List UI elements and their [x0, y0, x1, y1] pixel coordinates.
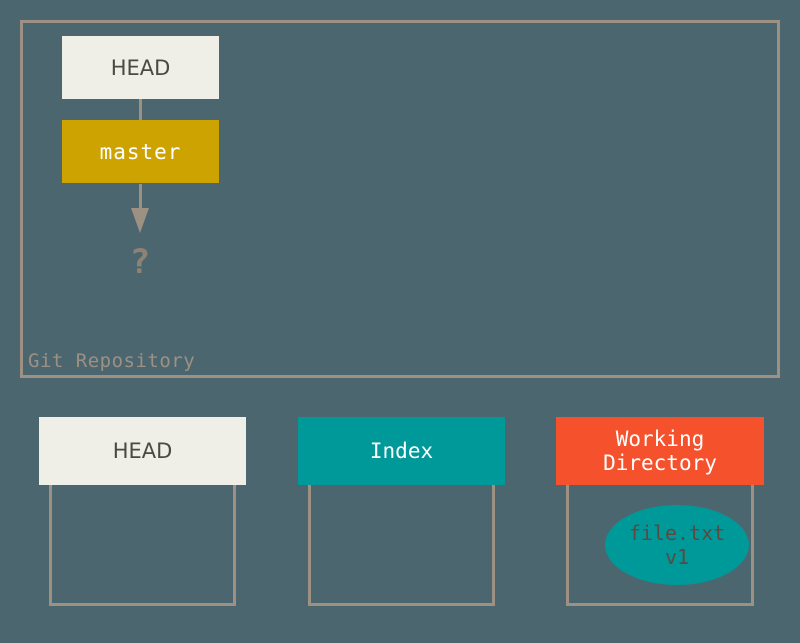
head-area-title: HEAD	[112, 438, 173, 463]
file-blob-name: file.txt	[628, 521, 726, 545]
file-blob-version: v1	[664, 545, 690, 569]
repo-master-node-label: master	[99, 139, 182, 164]
master-to-commit-arrow-head-icon	[131, 208, 149, 233]
git-repository-label: Git Repository	[28, 350, 196, 372]
git-repository-frame	[20, 20, 780, 378]
working-directory-area-header[interactable]: Working Directory	[556, 417, 764, 485]
master-to-commit-arrow-shaft	[139, 184, 142, 214]
head-area-body	[49, 485, 236, 606]
repo-master-node[interactable]: master	[62, 120, 219, 183]
repo-head-node[interactable]: HEAD	[62, 36, 219, 99]
working-directory-title-line1: Working	[615, 426, 705, 451]
index-area-header[interactable]: Index	[298, 417, 505, 485]
file-blob[interactable]: file.txt v1	[605, 505, 749, 585]
head-to-master-connector	[139, 99, 142, 121]
working-directory-title-line2: Directory	[603, 451, 717, 475]
working-directory-area-body: file.txt v1	[566, 485, 754, 606]
repo-head-node-label: HEAD	[110, 55, 171, 80]
head-area-header[interactable]: HEAD	[39, 417, 246, 485]
unknown-commit-question-mark: ?	[129, 242, 151, 282]
index-area-title: Index	[369, 438, 434, 463]
index-area-body	[308, 485, 495, 606]
working-directory-area-title: Working Directory	[603, 427, 717, 475]
